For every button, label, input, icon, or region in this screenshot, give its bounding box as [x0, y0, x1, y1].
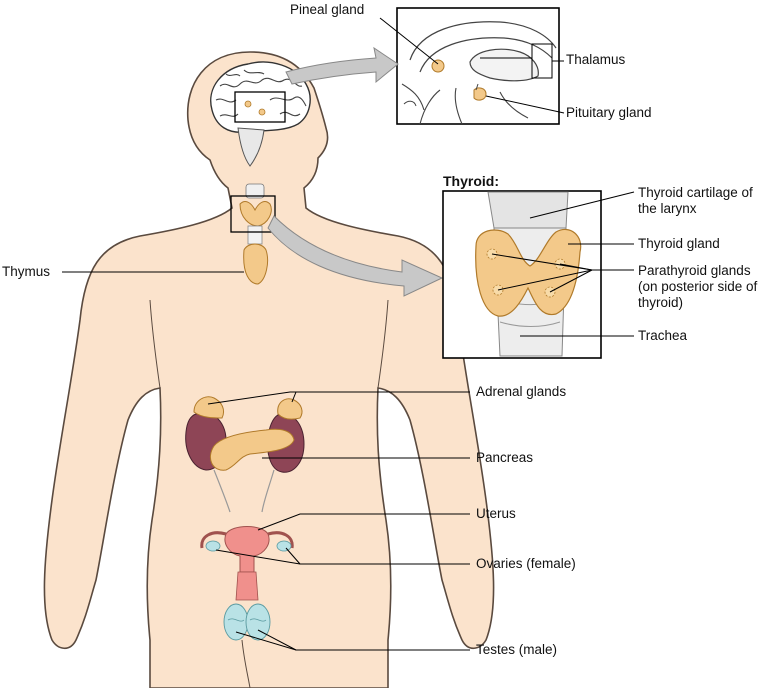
brain-zoom-arrow — [285, 46, 399, 85]
uterus-shape — [224, 526, 270, 573]
adrenal-left — [193, 396, 225, 419]
thymus-label: Thymus — [2, 264, 51, 279]
pituitary-gland-label: Pituitary gland — [566, 105, 652, 120]
abdominal-organs — [185, 396, 305, 513]
ovaries-label: Ovaries (female) — [476, 556, 576, 571]
testis-right — [245, 603, 271, 641]
thalamus-label: Thalamus — [566, 52, 626, 67]
female-reproductive — [200, 526, 294, 601]
adrenal-glands-label: Adrenal glands — [476, 384, 567, 399]
trachea-label: Trachea — [638, 328, 688, 343]
pituitary-gland-shape — [473, 87, 487, 101]
leader-lines — [62, 17, 635, 651]
parathyroid-glands-label: Parathyroid glands (on posterior side of… — [638, 263, 758, 310]
pancreas-shape — [210, 428, 295, 471]
thyroid-cartilage-label: Thyroid cartilage of the larynx — [638, 185, 753, 216]
body-contour — [377, 299, 389, 389]
thyroid-inset-title: Thyroid: — [443, 173, 499, 189]
brain-inset-marker — [234, 91, 286, 123]
ovary-left — [205, 540, 221, 552]
body-contour — [149, 299, 161, 389]
pineal-gland-label: Pineal gland — [290, 2, 365, 17]
body-silhouette — [43, 51, 495, 688]
brain-inset — [396, 7, 560, 125]
male-reproductive — [223, 603, 271, 641]
thyroid-gland-shape — [475, 228, 582, 317]
thymus-shape — [243, 243, 269, 285]
thyroid-inset — [442, 190, 602, 359]
ovary-right — [276, 540, 292, 552]
pancreas-label: Pancreas — [476, 450, 534, 465]
body-contour — [241, 639, 251, 688]
ureters — [213, 469, 275, 513]
pineal-gland-shape — [431, 59, 445, 73]
thyroid-zoom-arrow — [267, 215, 444, 297]
adrenal-right — [277, 398, 303, 420]
testes-label: Testes (male) — [476, 642, 558, 657]
neck-glands — [239, 183, 272, 285]
thyroid-gland-label: Thyroid gland — [638, 236, 720, 251]
uterus-label: Uterus — [476, 506, 516, 521]
thyroid-inset-marker — [230, 195, 276, 233]
